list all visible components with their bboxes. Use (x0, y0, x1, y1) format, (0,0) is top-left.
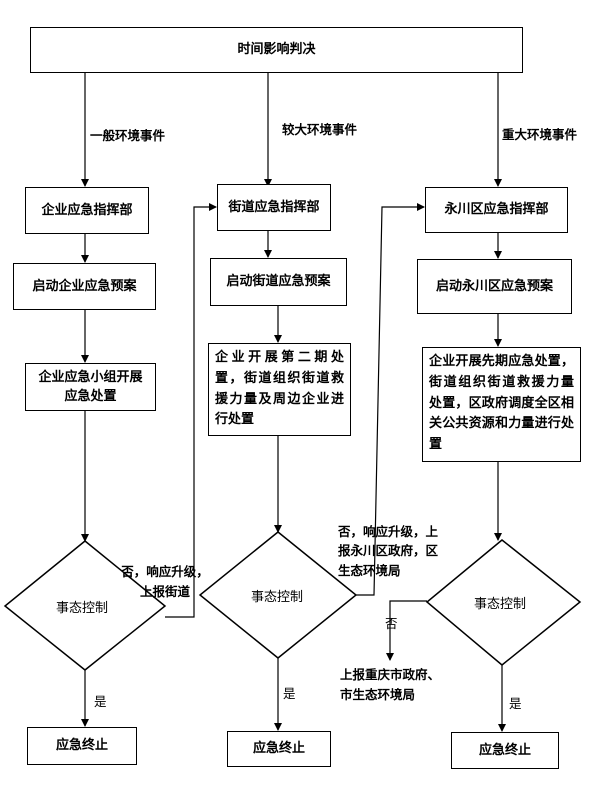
decision-label-2: 事态控制 (251, 590, 304, 605)
arrow-report-city (386, 600, 427, 661)
end-box-2: 应急终止 (227, 731, 331, 767)
decision-diamond-3 (425, 539, 582, 666)
street-plan-box: 启动街道应急预案 (210, 258, 347, 306)
enterprise-command-box: 企业应急指挥部 (25, 187, 149, 234)
enterprise-plan-box: 启动企业应急预案 (13, 263, 156, 310)
decision-label-1: 事态控制 (56, 601, 109, 616)
event-label-major: 重大环境事件 (502, 127, 578, 142)
end-box-3: 应急终止 (451, 732, 559, 769)
decision-diamond-2 (198, 531, 358, 659)
enterprise-action-box: 企业应急小组开展应急处置 (25, 363, 156, 411)
district-plan-box: 启动永川区应急预案 (417, 259, 572, 314)
impact-judgment-box: 时间影响判决 (30, 27, 523, 73)
arrow-escalate-to-street (165, 203, 217, 618)
district-command-box: 永川区应急指挥部 (425, 187, 568, 233)
yes-label-2: 是 (283, 686, 296, 701)
arrow-escalate-to-district (356, 203, 425, 596)
district-action-box: 企业开展先期应急处置，街道组织街道救援力量 处置，区政府调度全区相关公共资源和力… (422, 347, 581, 462)
decision-label-3: 事态控制 (474, 597, 527, 612)
decision-diamond-1 (3, 540, 167, 671)
escalate-to-street-label: 否，响应升级，上报街道 (121, 564, 209, 599)
no-label-3: 否 (385, 616, 398, 631)
event-label-general: 一般环境事件 (90, 128, 166, 143)
report-city-label: 上报重庆市政府、市生态环境局 (340, 667, 441, 702)
yes-label-3: 是 (509, 696, 522, 711)
end-box-1: 应急终止 (27, 727, 137, 765)
event-label-larger: 较大环境事件 (282, 122, 358, 137)
street-command-box: 街道应急指挥部 (217, 184, 331, 231)
street-action-box: 企业开展第二期处置，街道组织街道救援力量及周边企业进行处置 (208, 343, 351, 436)
escalate-to-district-label: 否，响应升级，上报永川区政府，区生态环境局 (338, 524, 439, 578)
yes-label-1: 是 (94, 694, 107, 709)
